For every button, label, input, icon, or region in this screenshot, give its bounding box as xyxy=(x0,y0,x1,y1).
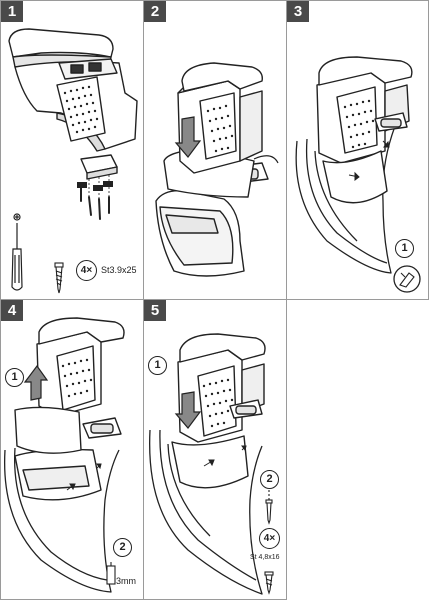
step-4-badge: 4 xyxy=(1,300,23,321)
step-1-badge: 1 xyxy=(1,1,23,22)
drill-icon xyxy=(106,562,116,585)
step-2-badge: 2 xyxy=(144,1,166,22)
empty-cell xyxy=(286,299,429,600)
wood-screw-icon xyxy=(54,262,64,294)
screwdriver-icon xyxy=(11,213,23,291)
lift-up-arrow xyxy=(23,364,49,401)
armrest-exploded-view xyxy=(8,28,138,294)
armrest-final-fix-view xyxy=(149,333,274,595)
fixing-screw-icon xyxy=(264,490,274,595)
mounting-screws xyxy=(80,186,110,220)
step-5-callout-2: 2 xyxy=(260,470,279,489)
step-3-panel: 3 xyxy=(286,0,429,300)
screw-spec-label: St 4,8x16 xyxy=(250,554,280,561)
step-5-badge: 5 xyxy=(144,300,166,321)
step-5-panel: 5 xyxy=(143,299,287,600)
armrest-console-view xyxy=(155,62,279,277)
step-4-callout-2: 2 xyxy=(113,538,132,557)
step-2-panel: 2 xyxy=(143,0,287,300)
step-4-callout-1: 1 xyxy=(5,368,24,387)
push-down-arrow xyxy=(174,116,202,158)
push-down-arrow xyxy=(174,391,202,429)
screw-spec-label: St3.9x25 xyxy=(101,265,137,275)
quantity-badge: 4× xyxy=(259,528,280,549)
armrest-adjust-view xyxy=(295,56,421,293)
step-4-panel: 4 xyxy=(0,299,144,600)
step-3-callout-1: 1 xyxy=(395,239,414,258)
drill-size-label: 3mm xyxy=(116,576,136,586)
armrest-lift-view xyxy=(3,317,125,593)
step-3-badge: 3 xyxy=(287,1,309,22)
quantity-badge: 4× xyxy=(76,260,97,281)
hand-tool-icon xyxy=(393,265,421,293)
step-5-callout-1: 1 xyxy=(148,356,167,375)
step-1-panel: 1 xyxy=(0,0,144,300)
